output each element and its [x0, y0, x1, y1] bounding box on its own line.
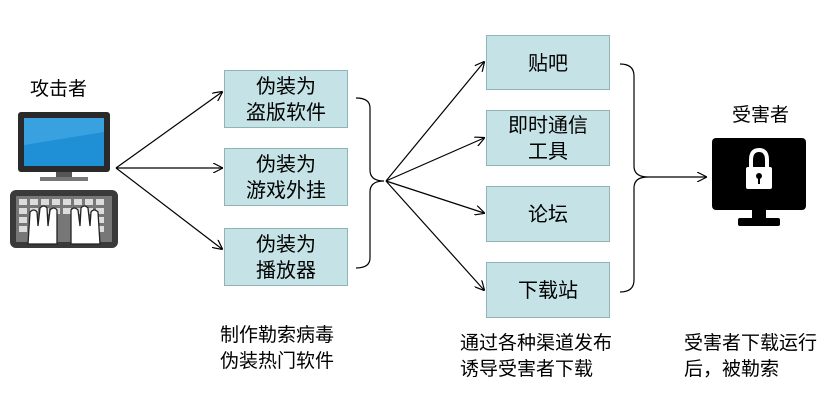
caption-step3: 受害者下载运行 后，被勒索	[684, 332, 818, 380]
disguise-label: 伪装为 游戏外挂	[246, 152, 326, 202]
channel-box-forum: 论坛	[486, 186, 610, 242]
channel-box-tieba: 贴吧	[486, 35, 610, 90]
channel-label: 论坛	[528, 202, 568, 226]
computer-monitor-icon	[18, 112, 110, 181]
disguise-label: 伪装为 播放器	[256, 232, 316, 282]
channel-label: 下载站	[518, 278, 578, 302]
disguise-box-player: 伪装为 播放器	[224, 228, 348, 286]
channel-label: 即时通信 工具	[508, 113, 588, 163]
channel-box-im-tool: 即时通信 工具	[486, 110, 610, 166]
channel-box-download-site: 下载站	[486, 262, 610, 318]
locked-monitor-icon	[712, 138, 806, 226]
attacker-label: 攻击者	[30, 78, 88, 100]
disguise-label: 伪装为 盗版软件	[246, 74, 326, 124]
caption-step2: 通过各种渠道发布 诱导受害者下载	[460, 332, 613, 380]
victim-label: 受害者	[732, 104, 790, 126]
keyboard-hands-icon	[10, 190, 118, 248]
disguise-box-game-cheat: 伪装为 游戏外挂	[224, 148, 348, 206]
caption-step1: 制作勒索病毒 伪装热门软件	[220, 324, 335, 372]
disguise-box-pirated-software: 伪装为 盗版软件	[224, 70, 348, 128]
channel-label: 贴吧	[528, 50, 568, 75]
